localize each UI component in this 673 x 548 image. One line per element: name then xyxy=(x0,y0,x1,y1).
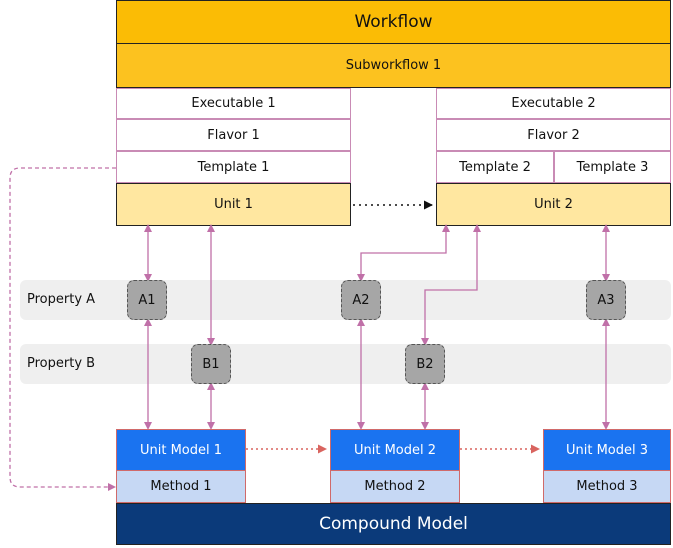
subworkflow-header: Subworkflow 1 xyxy=(116,44,671,88)
unit1-box: Unit 1 xyxy=(116,183,351,226)
property-a3: A3 xyxy=(586,280,626,320)
unit2-template-3: Template 3 xyxy=(554,151,671,183)
property-b-label: Property B xyxy=(27,356,96,371)
method-2: Method 2 xyxy=(330,471,460,503)
unit2-box: Unit 2 xyxy=(436,183,671,226)
unit2-template-2: Template 2 xyxy=(436,151,554,183)
unit-model-2: Unit Model 2 xyxy=(330,429,460,471)
unit1-flavor: Flavor 1 xyxy=(116,119,351,151)
unit1-template: Template 1 xyxy=(116,151,351,183)
unit-model-1: Unit Model 1 xyxy=(116,429,246,471)
unit1-executable: Executable 1 xyxy=(116,88,351,119)
property-a1: A1 xyxy=(127,280,167,320)
property-b2: B2 xyxy=(405,344,445,384)
unit2-executable: Executable 2 xyxy=(436,88,671,119)
property-a-label: Property A xyxy=(27,292,96,307)
workflow-header: Workflow xyxy=(116,0,671,44)
unit-model-3: Unit Model 3 xyxy=(543,429,671,471)
property-b1: B1 xyxy=(191,344,231,384)
method-3: Method 3 xyxy=(543,471,671,503)
property-a2: A2 xyxy=(341,280,381,320)
compound-model: Compound Model xyxy=(116,503,671,545)
property-b-band xyxy=(20,344,671,384)
method-1: Method 1 xyxy=(116,471,246,503)
unit2-flavor: Flavor 2 xyxy=(436,119,671,151)
